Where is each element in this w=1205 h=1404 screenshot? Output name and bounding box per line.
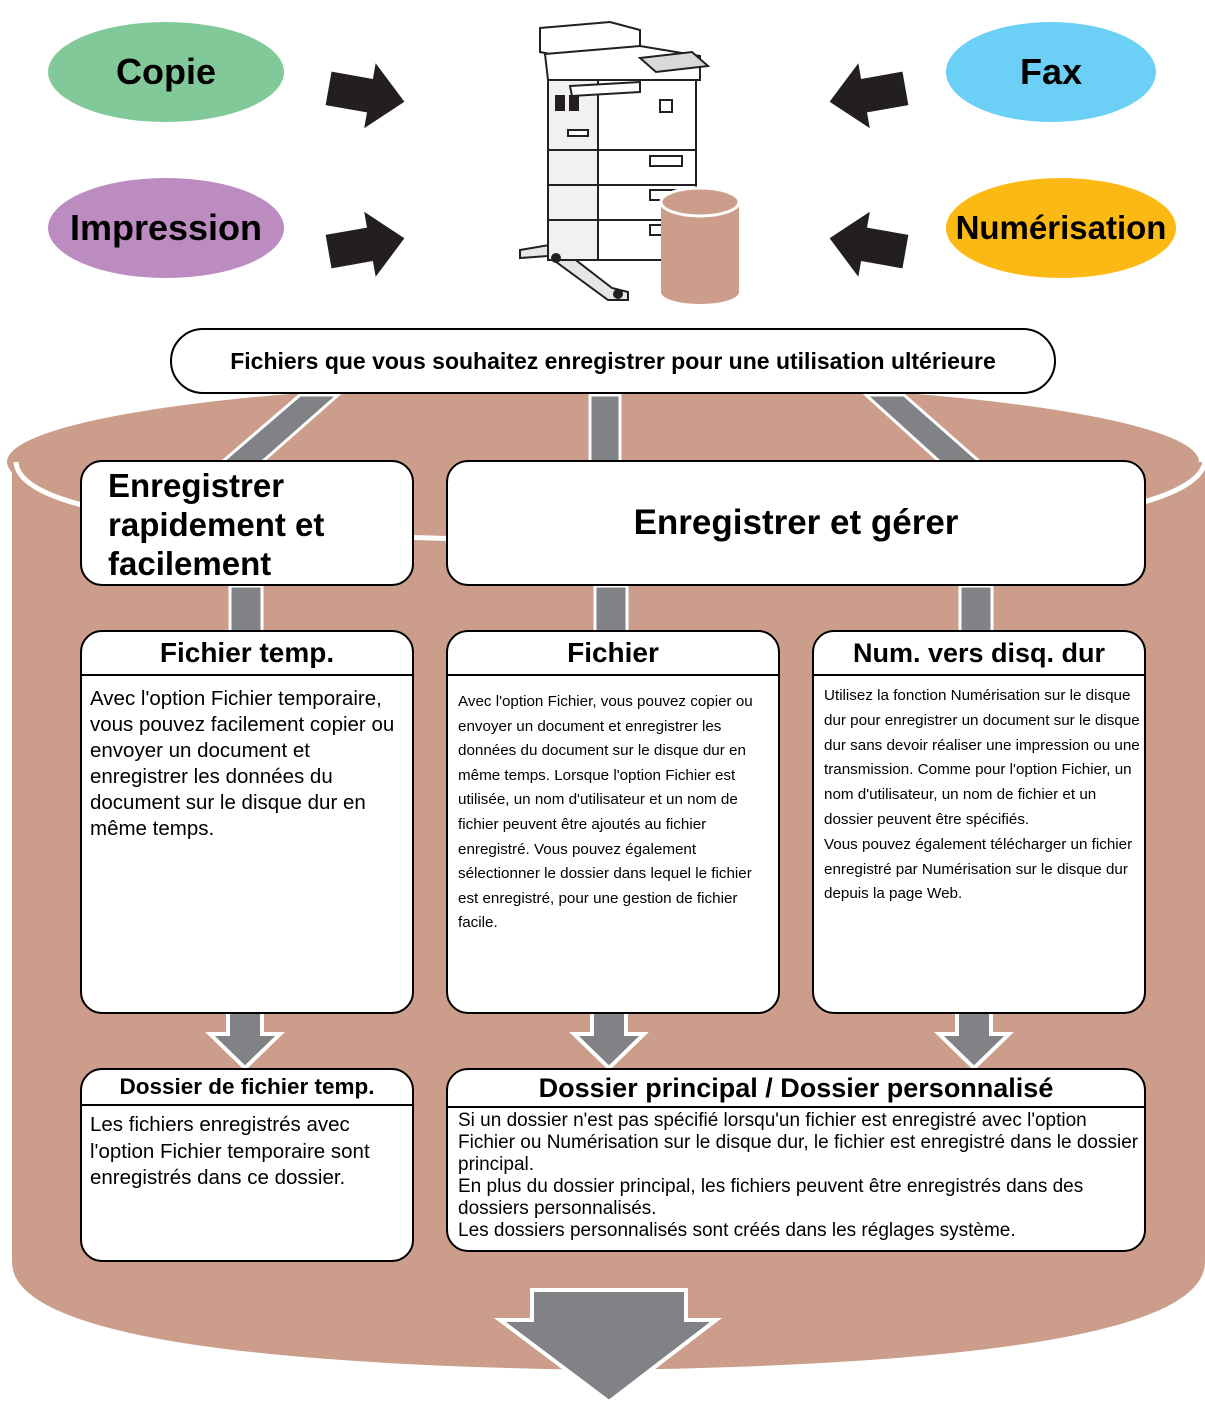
big-down-arrow [494, 1288, 722, 1404]
folder-main-body: Si un dossier n'est pas spécifié lorsqu'… [458, 1110, 1139, 1241]
category-manage: Enregistrer et gérer [446, 460, 1146, 586]
connector-quick-temp [228, 584, 264, 634]
down-arrow-hdd [934, 1010, 1014, 1071]
arrow-copy-icon [325, 63, 405, 129]
mode-temp-title: Fichier temp. [82, 632, 412, 676]
mode-file-title: Fichier [448, 632, 778, 676]
category-manage-title: Enregistrer et gérer [633, 503, 959, 542]
banner: Fichiers que vous souhaitez enregistrer … [170, 328, 1056, 394]
mode-file: Fichier Avec l'option Fichier, vous pouv… [446, 630, 780, 1014]
mode-temp-body: Avec l'option Fichier temporaire, vous p… [90, 687, 395, 840]
down-arrow-temp [205, 1010, 285, 1071]
hard-disk-icon [659, 186, 741, 304]
mfp-printer-icon [519, 20, 711, 301]
source-copy: Copie [48, 22, 284, 122]
source-scan-label: Numérisation [955, 209, 1167, 246]
connector-manage-hdd [958, 584, 994, 634]
source-fax: Fax [946, 22, 1156, 122]
arrow-print-icon [325, 211, 405, 277]
source-fax-label: Fax [1019, 51, 1083, 92]
mode-hdd: Num. vers disq. dur Utilisez la fonction… [812, 630, 1146, 1014]
connector-center [588, 393, 622, 465]
mode-temp: Fichier temp. Avec l'option Fichier temp… [80, 630, 414, 1014]
source-print-label: Impression [69, 207, 263, 248]
banner-text: Fichiers que vous souhaitez enregistrer … [230, 347, 996, 374]
folder-temp: Dossier de fichier temp. Les fichiers en… [80, 1068, 414, 1262]
folder-main-title: Dossier principal / Dossier personnalisé [448, 1070, 1144, 1108]
down-arrow-file [569, 1010, 649, 1071]
source-copy-label: Copie [115, 51, 216, 92]
source-scan: Numérisation [946, 178, 1176, 278]
folder-main: Dossier principal / Dossier personnalisé… [446, 1068, 1146, 1252]
mode-file-body: Avec l'option Fichier, vous pouvez copie… [458, 693, 753, 932]
category-quick: Enregistrer rapidement et facilement [80, 460, 414, 586]
folder-temp-body: Les fichiers enregistrés avec l'option F… [90, 1113, 370, 1189]
source-print: Impression [48, 178, 284, 278]
category-quick-title: Enregistrer rapidement et facilement [108, 467, 325, 582]
mode-hdd-title: Num. vers disq. dur [814, 632, 1144, 676]
folder-temp-title: Dossier de fichier temp. [82, 1070, 412, 1106]
connector-manage-file [593, 584, 629, 634]
arrow-scan-icon [829, 211, 909, 277]
arrow-fax-icon [829, 63, 909, 129]
mode-hdd-body: Utilisez la fonction Numérisation sur le… [824, 687, 1140, 903]
